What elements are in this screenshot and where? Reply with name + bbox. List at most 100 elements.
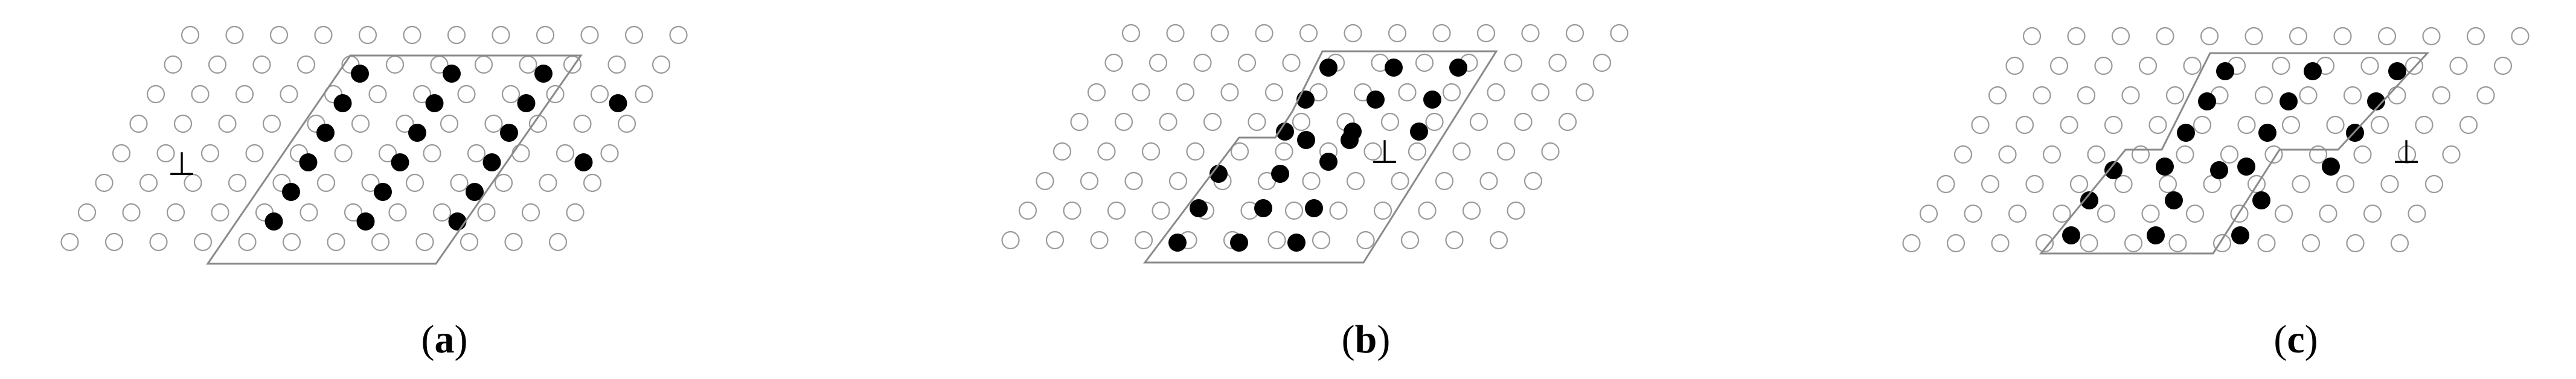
open-atom [2292,174,2310,194]
open-atom [2363,204,2382,223]
open-atom [1388,24,1407,43]
open-atom [2114,174,2133,194]
open-atom [269,25,289,45]
open-atom [1902,234,1921,253]
open-atom [1452,142,1471,161]
open-atom [2380,174,2399,194]
filled-atom [574,153,593,171]
open-atom [2168,234,2187,253]
open-atom [1220,83,1239,102]
open-atom [2449,56,2468,75]
filled-atom [2258,124,2276,142]
open-atom [371,232,390,252]
open-atom [112,144,131,163]
filled-atom [1230,234,1248,252]
filled-atom [2210,161,2228,179]
open-atom [467,144,486,163]
open-atom [2459,115,2478,135]
open-atom [1400,231,1420,250]
open-atom [635,84,653,104]
open-atom [484,114,503,133]
open-atom [1001,231,1020,250]
open-atom [2257,234,2276,253]
filled-atom [1276,123,1294,141]
filled-atom [299,153,318,171]
open-atom [2405,56,2424,75]
open-atom [1415,53,1434,72]
filled-atom [1319,59,1338,77]
open-atom [1610,24,1629,43]
open-atom [1380,112,1400,132]
filled-atom [2280,92,2298,110]
open-atom [2158,174,2177,194]
open-atom [403,25,421,45]
open-atom [385,55,405,74]
open-atom [1988,86,2007,105]
filled-atom [2252,191,2270,209]
open-atom [1053,142,1072,161]
open-atom [358,25,377,45]
open-atom [1203,112,1222,132]
filled-atom [1297,131,1315,149]
open-atom [2077,86,2096,105]
filled-atom [374,183,392,201]
filled-atom [2367,92,2385,110]
open-atom [1267,231,1286,250]
open-atom [1363,142,1382,161]
open-atom [2025,174,2044,194]
open-atom [252,55,271,74]
open-atom [1090,231,1109,250]
open-atom [1080,171,1099,191]
open-atom [2264,145,2283,164]
open-atom [1152,201,1170,220]
open-atom [624,25,644,45]
open-atom [2442,145,2461,164]
open-atom [2299,86,2318,105]
filled-atom [351,65,369,83]
open-atom [2033,86,2051,105]
open-atom [2220,145,2239,164]
open-atom [351,114,370,133]
open-atom [1504,53,1523,72]
open-atom [238,232,257,252]
open-atom [1575,83,1594,102]
open-atom [129,114,148,133]
open-atom [2346,234,2365,253]
open-atom [511,144,530,163]
open-atom [2121,86,2140,105]
open-atom [225,25,244,45]
open-atom [1121,24,1141,43]
open-atom [607,55,626,74]
crystal-outline [1142,50,1498,264]
open-atom [494,173,513,193]
open-atom [1964,204,1982,223]
open-atom [2422,27,2441,46]
open-atom [1045,231,1065,250]
open-atom [1558,112,1577,132]
open-atom [104,232,124,252]
filled-atom [1410,123,1428,141]
panel-label-a: (a) [421,317,468,361]
open-atom [2274,204,2293,223]
open-atom [1230,142,1249,161]
open-atom [617,114,636,133]
open-atom [1531,83,1550,102]
dislocation-symbol: ⊥ [2392,133,2420,171]
open-atom [1141,142,1161,161]
open-atom [1991,234,2010,253]
open-atom [1592,53,1612,72]
open-atom [556,144,575,163]
filled-atom [356,212,375,231]
open-atom [2200,27,2219,46]
open-atom [2466,27,2485,46]
filled-atom [2177,124,2195,142]
open-atom [1312,231,1331,250]
open-atom [652,55,671,74]
open-atom [1442,83,1461,102]
open-atom [474,55,493,74]
open-atom [2067,27,2086,46]
open-atom [1210,24,1229,43]
open-atom [2060,115,2078,135]
filled-atom [2237,158,2255,176]
